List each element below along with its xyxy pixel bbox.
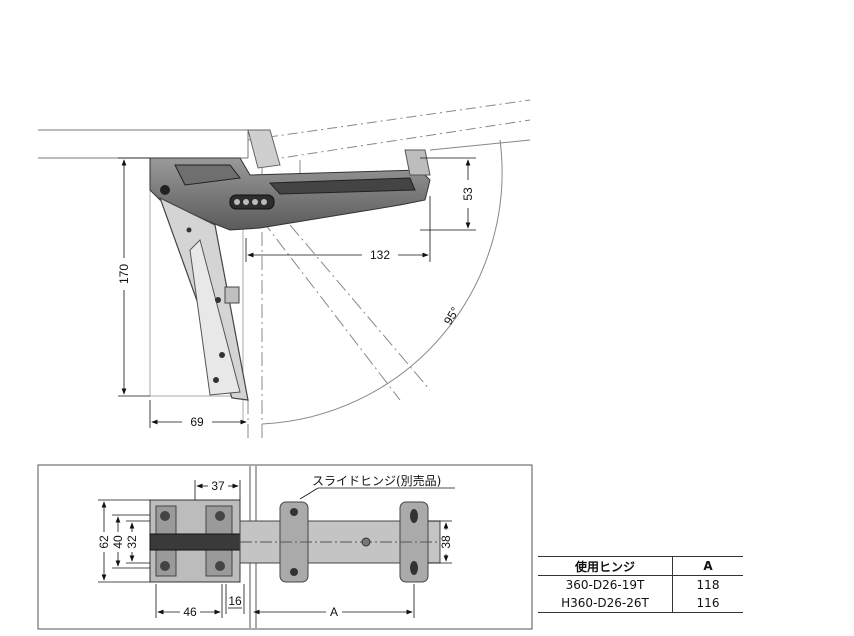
dim-depth: 69 [149, 400, 247, 429]
dim-37-label: 37 [211, 479, 225, 493]
mounting-plate [149, 499, 241, 583]
dim-reach-label: 132 [370, 248, 390, 262]
dim-a: A [253, 584, 415, 619]
dim-rise: 53 [420, 157, 476, 231]
dim-40: 40 [111, 514, 150, 569]
dim-46-label: 46 [183, 605, 197, 619]
top-view-frame [37, 464, 533, 630]
swing-center-lines [247, 160, 431, 440]
top-view: スライドヒンジ(別売品) 37 62 40 [37, 464, 533, 630]
dim-a-label: A [330, 605, 338, 619]
table-cell: 116 [672, 594, 743, 613]
slide-hinge [239, 501, 441, 583]
table-cell: H360-D26-26T [538, 594, 673, 613]
lift-hinge-mechanism [149, 129, 431, 401]
dim-40-label: 40 [111, 535, 125, 549]
dim-height-label: 170 [117, 264, 131, 284]
dim-32: 32 [125, 520, 150, 564]
hinge-spec-table: 使用ヒンジ A 360-D26-19T 118 H360-D26-26T 116 [538, 556, 743, 613]
table-cell: 118 [696, 578, 720, 592]
callout-label: スライドヒンジ(別売品) [312, 473, 441, 488]
dim-46: 46 [155, 584, 223, 619]
dim-37: 37 [194, 479, 241, 500]
dim-reach: 132 [245, 196, 431, 262]
dim-depth-label: 69 [190, 415, 204, 429]
table-row: H360-D26-26T 116 [538, 594, 743, 613]
cabinet-top-panel [38, 129, 249, 159]
dim-height: 170 [117, 157, 150, 397]
side-view: 170 69 132 53 95° [38, 99, 531, 440]
table-row: 360-D26-19T 118 [538, 575, 743, 594]
slide-hinge-callout: スライドヒンジ(別売品) [299, 473, 455, 500]
dim-16: 16 [225, 584, 245, 614]
dim-62-label: 62 [97, 535, 111, 549]
dim-16-label: 16 [228, 594, 242, 608]
col-header-a: A [672, 556, 743, 576]
table-cell: 360-D26-19T [538, 575, 673, 594]
dim-rise-label: 53 [461, 187, 475, 201]
swing-arc [261, 139, 503, 425]
dim-38-label: 38 [439, 535, 453, 549]
dim-32-label: 32 [125, 535, 139, 549]
col-header-hinge: 使用ヒンジ [538, 556, 673, 576]
angle-label: 95° [441, 304, 463, 327]
dim-62: 62 [97, 499, 150, 583]
dim-38: 38 [428, 520, 453, 564]
open-flap-outline [247, 99, 531, 161]
table-header-row: 使用ヒンジ A [538, 556, 743, 576]
